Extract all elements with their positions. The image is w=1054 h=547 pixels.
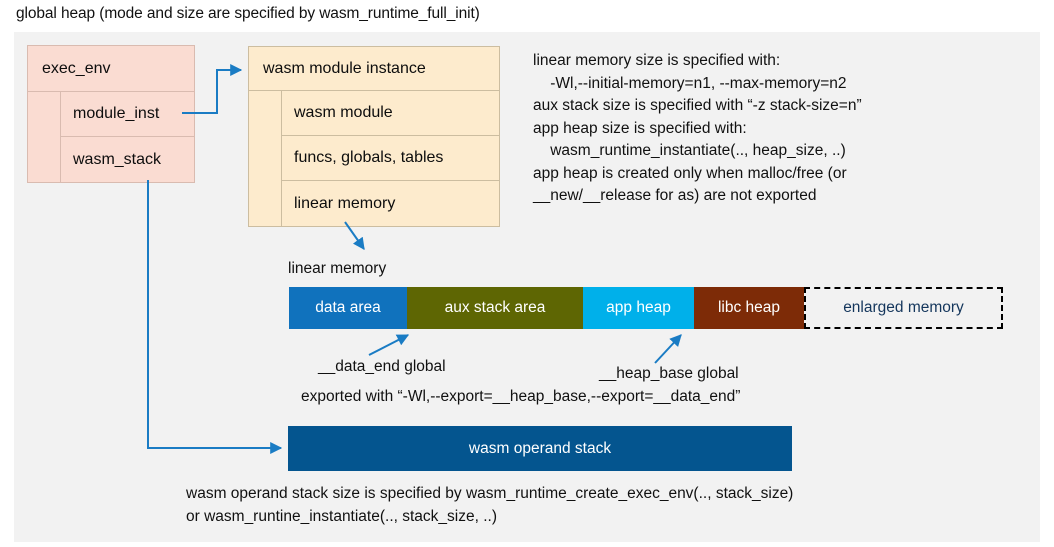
annotation-exported-with: exported with “-Wl,--export=__heap_base,… bbox=[301, 388, 741, 405]
exec-env-body: module_inst wasm_stack bbox=[27, 92, 195, 183]
annotation-heap-base: __heap_base global bbox=[599, 365, 739, 382]
exec-env-row-module-inst: module_inst bbox=[61, 92, 194, 137]
linear-memory-notes: linear memory size is specified with: -W… bbox=[533, 52, 862, 204]
exec-env-box: exec_env module_inst wasm_stack bbox=[27, 45, 195, 183]
memory-segment-app-heap: app heap bbox=[583, 287, 694, 329]
wasm-operand-stack-bar: wasm operand stack bbox=[288, 426, 792, 471]
memory-segment-enlarged-memory: enlarged memory bbox=[804, 287, 1003, 329]
module-instance-header: wasm module instance bbox=[248, 46, 500, 91]
module-instance-row-wasm-module: wasm module bbox=[282, 91, 499, 136]
module-instance-row-linear-memory: linear memory bbox=[294, 194, 396, 212]
module-instance-row-funcs-globals-tables: funcs, globals, tables bbox=[282, 136, 499, 181]
exec-env-row-wasm-stack: wasm_stack bbox=[73, 150, 162, 168]
operand-stack-notes: wasm operand stack size is specified by … bbox=[186, 485, 794, 525]
exec-env-rows: module_inst wasm_stack bbox=[60, 92, 194, 182]
memory-segment-data-area: data area bbox=[289, 287, 407, 329]
linear-memory-bar: data area aux stack area app heap libc h… bbox=[289, 287, 1003, 329]
annotation-data-end: __data_end global bbox=[318, 358, 446, 375]
memory-segment-aux-stack-area: aux stack area bbox=[407, 287, 583, 329]
module-instance-gutter bbox=[249, 91, 281, 226]
page-title: global heap (mode and size are specified… bbox=[16, 5, 480, 22]
wasm-module-instance-box: wasm module instance wasm module funcs, … bbox=[248, 46, 500, 227]
exec-env-gutter bbox=[28, 92, 60, 182]
linear-memory-bar-label: linear memory bbox=[288, 260, 387, 277]
exec-env-header: exec_env bbox=[27, 45, 195, 92]
memory-segment-libc-heap: libc heap bbox=[694, 287, 804, 329]
module-instance-body: wasm module funcs, globals, tables linea… bbox=[248, 91, 500, 227]
module-instance-rows: wasm module funcs, globals, tables linea… bbox=[281, 91, 499, 226]
